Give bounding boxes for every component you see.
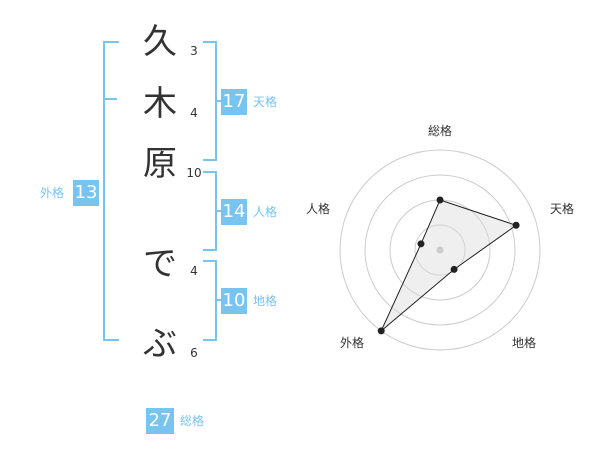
gaikaku-bracket: [103, 41, 119, 341]
gaikaku-label: 外格: [40, 186, 65, 200]
jinkaku-label: 人格: [253, 205, 278, 219]
jinkaku-value: 14: [221, 199, 247, 225]
gaikaku-bracket-tick: [105, 98, 117, 100]
tenkaku-bracket-tick: [215, 100, 222, 102]
radar-axis-label-tenkaku: 天格: [549, 202, 574, 216]
radar-axis-label-jinkaku: 人格: [305, 202, 330, 216]
radar-center-dot: [436, 246, 444, 254]
chikaku-value: 10: [221, 288, 247, 314]
stroke-count-5: 6: [190, 346, 198, 360]
radar-ring-3: [364, 174, 516, 326]
tenkaku-label: 天格: [253, 95, 278, 109]
radar-point-4: [377, 327, 385, 335]
radar-point-3: [450, 265, 458, 273]
radar-point-5: [417, 240, 425, 248]
name-char-3: 原: [143, 144, 177, 184]
chikaku-label: 地格: [253, 294, 278, 308]
radar-point-1: [436, 196, 444, 204]
soukaku-label: 総格: [180, 414, 205, 428]
radar-axis-label-gaikaku: 外格: [339, 336, 364, 350]
chikaku-bracket-tick: [215, 299, 222, 301]
stroke-count-2: 4: [190, 106, 198, 120]
jinkaku-bracket-tick: [215, 210, 222, 212]
radar-axis-label-chikaku: 地格: [511, 336, 536, 350]
soukaku-value: 27: [146, 408, 174, 434]
tenkaku-value: 17: [221, 89, 247, 115]
name-char-1: 久: [143, 22, 177, 62]
radar-axis-label-soukaku: 総格: [427, 124, 452, 138]
name-char-2: 木: [143, 84, 177, 124]
stroke-count-1: 3: [190, 44, 198, 58]
name-char-5: ぶ: [143, 324, 177, 364]
radar-ring-4: [339, 149, 541, 351]
radar-ring-1: [414, 224, 466, 276]
stroke-count-4: 4: [190, 264, 198, 278]
gaikaku-value: 13: [73, 180, 99, 206]
name-char-4: で: [143, 244, 177, 284]
radar-value-polygon: [380, 199, 518, 332]
stroke-count-3: 10: [186, 166, 202, 180]
radar-point-2: [512, 221, 520, 229]
